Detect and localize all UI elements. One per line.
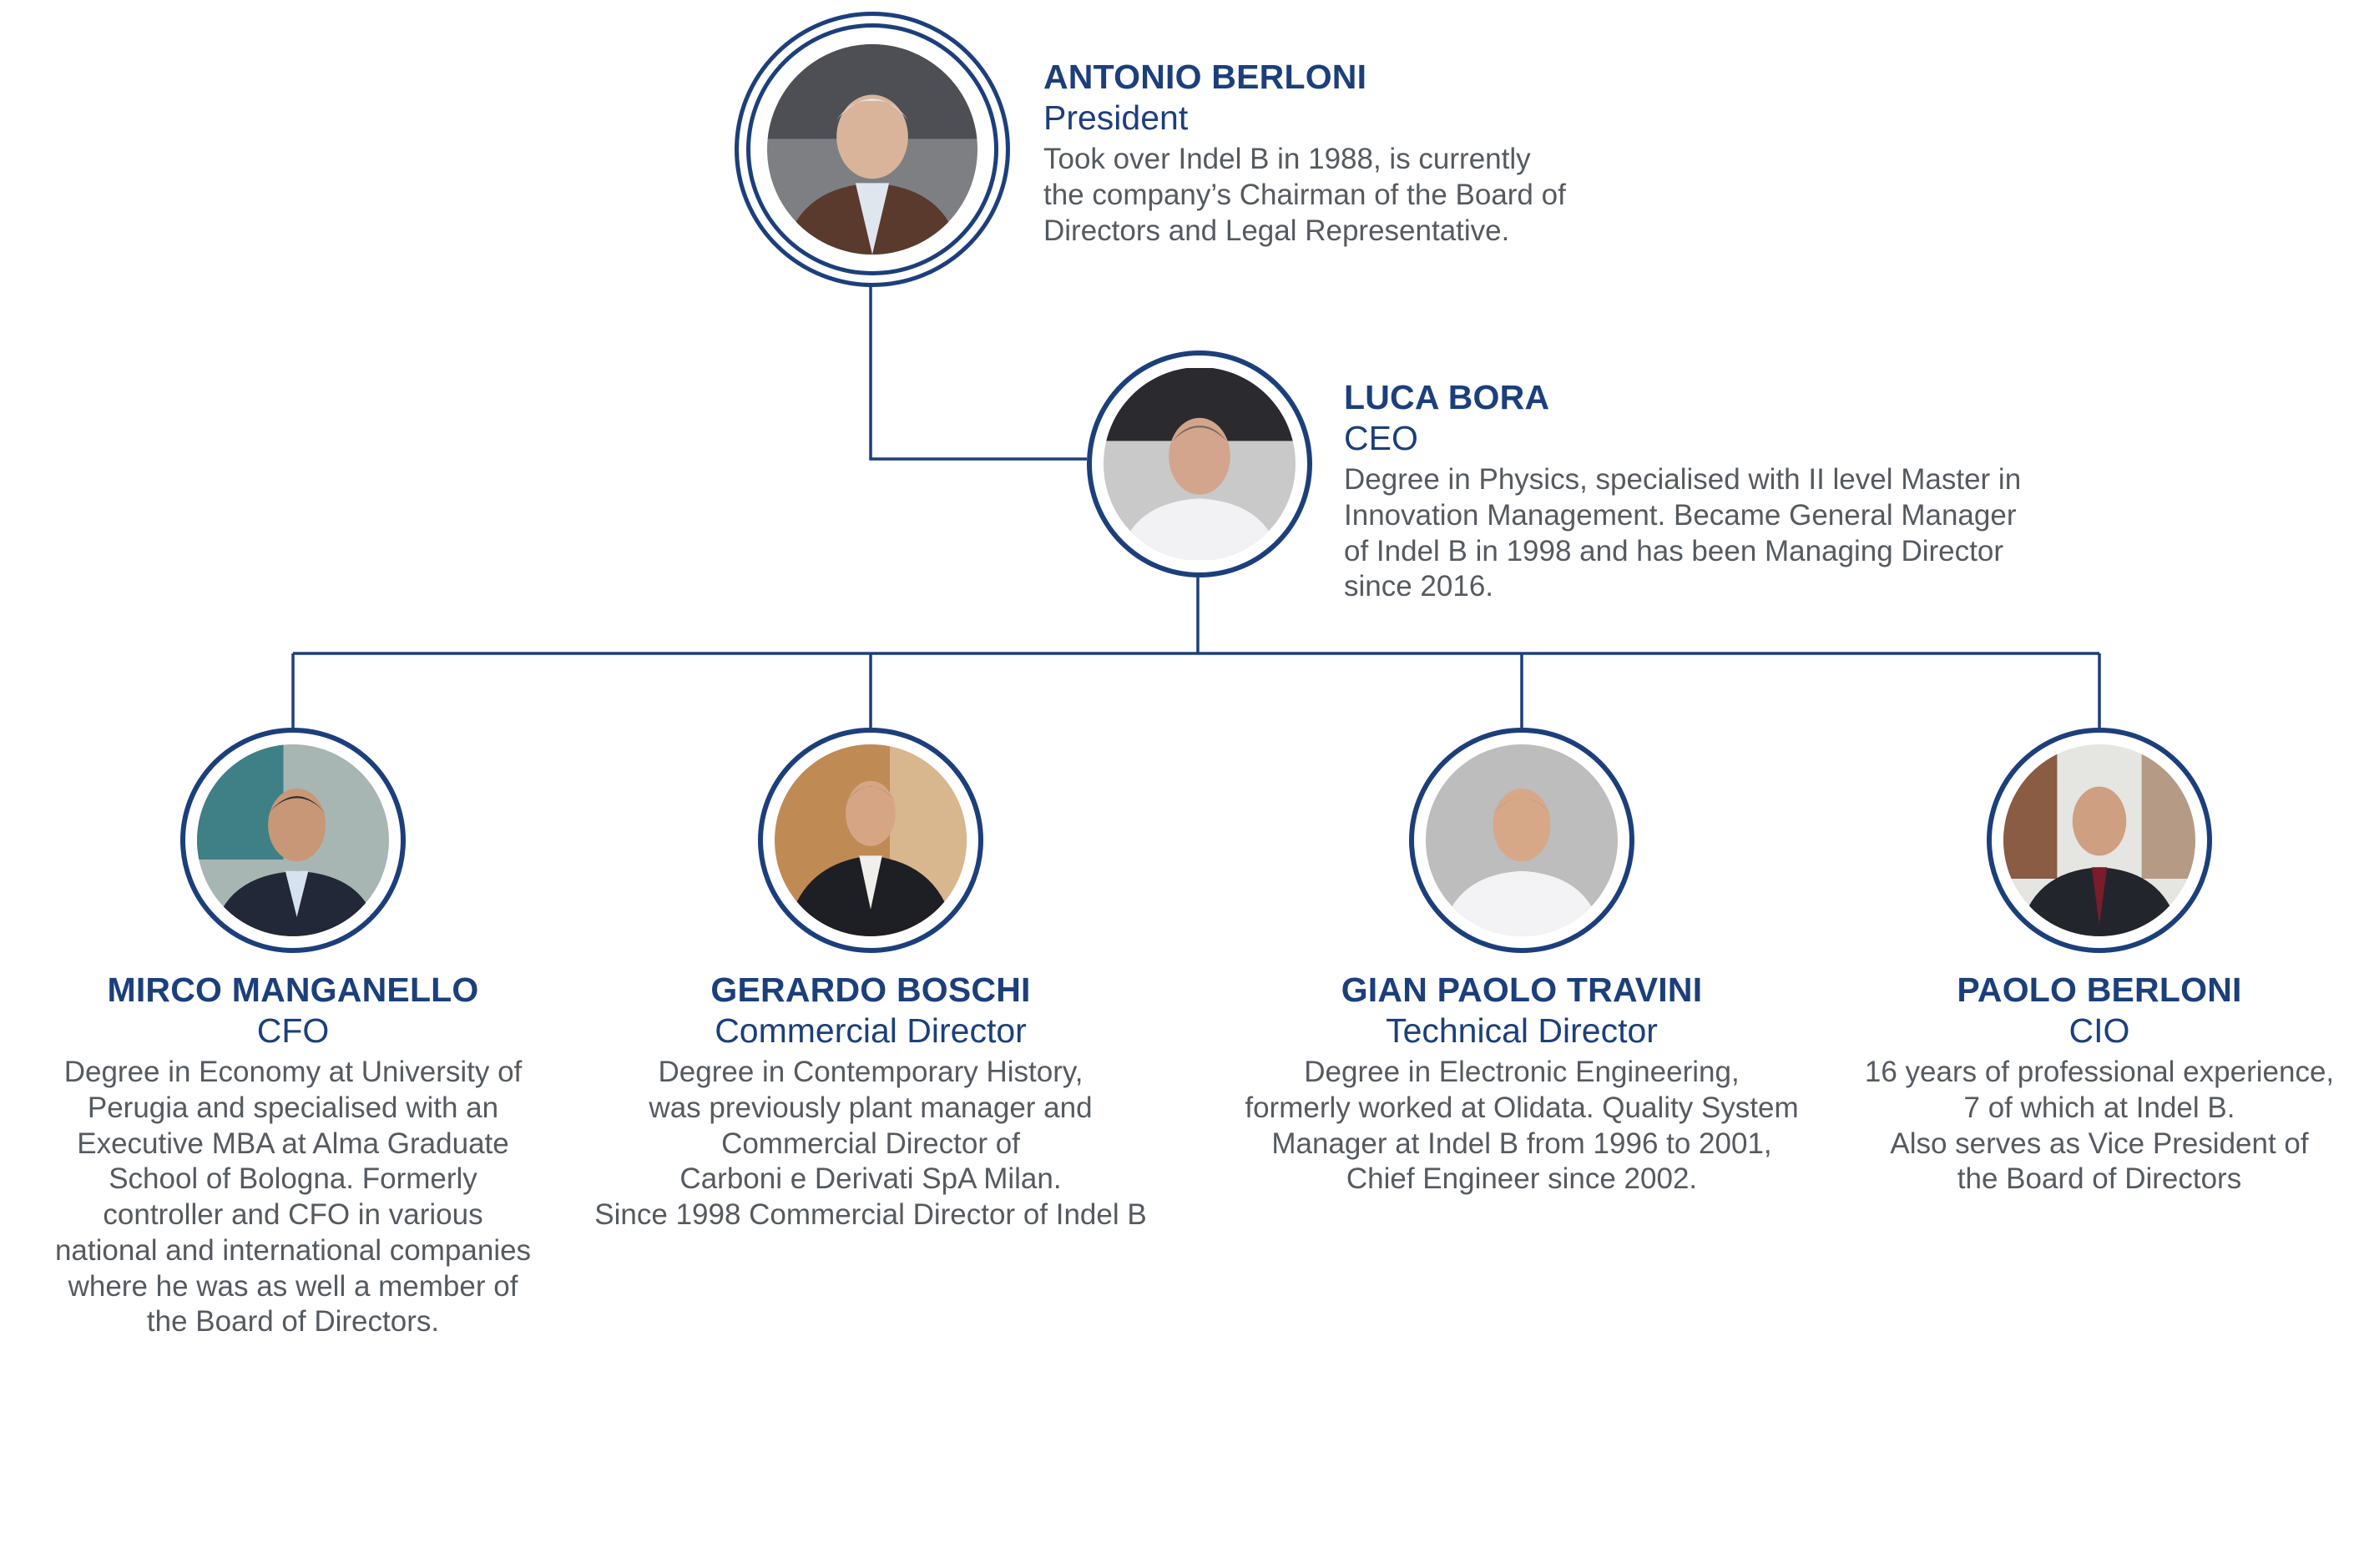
cio-photo [1987,728,2212,953]
cfo-name: MIRCO MANGANELLO [107,971,479,1009]
technical-director-photo [1409,728,1634,953]
connector-president-ceo [869,282,1087,461]
cfo-bio: Degree in Economy at University of Perug… [54,1056,532,1339]
president-role: President [1043,98,1189,138]
ceo-portrait-image [1104,368,1296,560]
commercial-director-portrait-image [775,744,967,936]
cio-info: PAOLO BERLONI CIO 16 years of profession… [1832,970,2366,1197]
commercial-director-role: Commercial Director [715,1011,1027,1051]
president-portrait-image [767,44,977,255]
technical-director-portrait-image [1426,744,1618,936]
cfo-photo [180,728,406,953]
ceo-info: LUCA BORA CEO Degree in Physics, special… [1344,377,2021,605]
technical-director-role: Technical Director [1386,1011,1658,1051]
commercial-director-photo [758,728,983,953]
commercial-director-bio: Degree in Contemporary History, was prev… [594,1056,1147,1232]
cio-name: PAOLO BERLONI [1957,971,2242,1009]
president-bio: Took over Indel B in 1988, is currently … [1043,143,1566,247]
ceo-bio: Degree in Physics, specialised with II l… [1344,463,2022,603]
ceo-photo [1087,350,1312,577]
ceo-name: LUCA BORA [1344,378,1550,416]
cfo-info: MIRCO MANGANELLO CFO Degree in Economy a… [34,970,552,1340]
cio-portrait-image [2003,744,2195,936]
cfo-portrait-image [197,744,389,936]
president-name: ANTONIO BERLONI [1043,58,1367,96]
commercial-director-info: GERARDO BOSCHI Commercial Director Degre… [578,970,1163,1233]
technical-director-info: GIAN PAOLO TRAVINI Technical Director De… [1213,970,1831,1197]
cio-role: CIO [2068,1011,2130,1051]
president-photo [735,12,1010,287]
president-info: ANTONIO BERLONI President Took over Inde… [1043,57,1566,249]
ceo-role: CEO [1344,419,1418,458]
technical-director-name: GIAN PAOLO TRAVINI [1341,971,1703,1009]
cio-bio: 16 years of professional experience, 7 o… [1864,1056,2335,1196]
commercial-director-name: GERARDO BOSCHI [710,971,1031,1009]
cfo-role: CFO [256,1011,330,1051]
technical-director-bio: Degree in Electronic Engineering, former… [1245,1056,1799,1196]
